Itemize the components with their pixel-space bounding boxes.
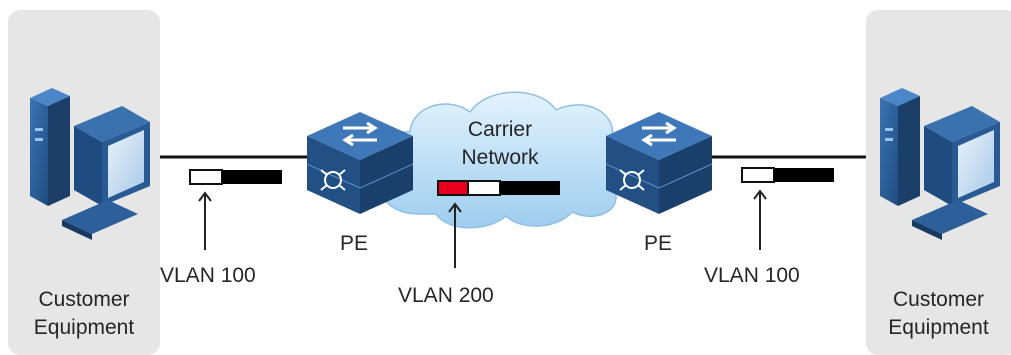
- pe-left-label: PE: [340, 232, 369, 255]
- customer-label-line1: Customer: [892, 288, 985, 311]
- computer-icon: [880, 88, 1000, 240]
- pe-right-label: PE: [644, 232, 673, 255]
- carrier-network-label: Carrier Network: [440, 116, 560, 172]
- cloud-label-line2: Network: [461, 146, 539, 169]
- frame-left: [189, 169, 282, 185]
- cloud-label-line1: Carrier: [467, 118, 533, 141]
- frame-right: [741, 167, 834, 183]
- computer-icon: [30, 88, 150, 240]
- vlan-left-label: VLAN 100: [160, 264, 256, 287]
- customer-equipment-left-label: Customer Equipment: [8, 286, 160, 342]
- vlan-middle-label: VLAN 200: [398, 284, 494, 307]
- arrow-up-icon: [198, 191, 212, 250]
- customer-equipment-right-label: Customer Equipment: [866, 286, 1011, 342]
- customer-label-line2: Equipment: [888, 316, 989, 339]
- arrow-up-icon: [753, 189, 767, 250]
- vlan-right-label: VLAN 100: [704, 264, 800, 287]
- arrow-up-icon: [448, 202, 462, 268]
- switch-icon: [306, 112, 414, 214]
- switch-icon: [605, 112, 713, 214]
- customer-label-line1: Customer: [38, 288, 130, 311]
- customer-label-line2: Equipment: [33, 316, 135, 339]
- frame-middle: [437, 180, 560, 196]
